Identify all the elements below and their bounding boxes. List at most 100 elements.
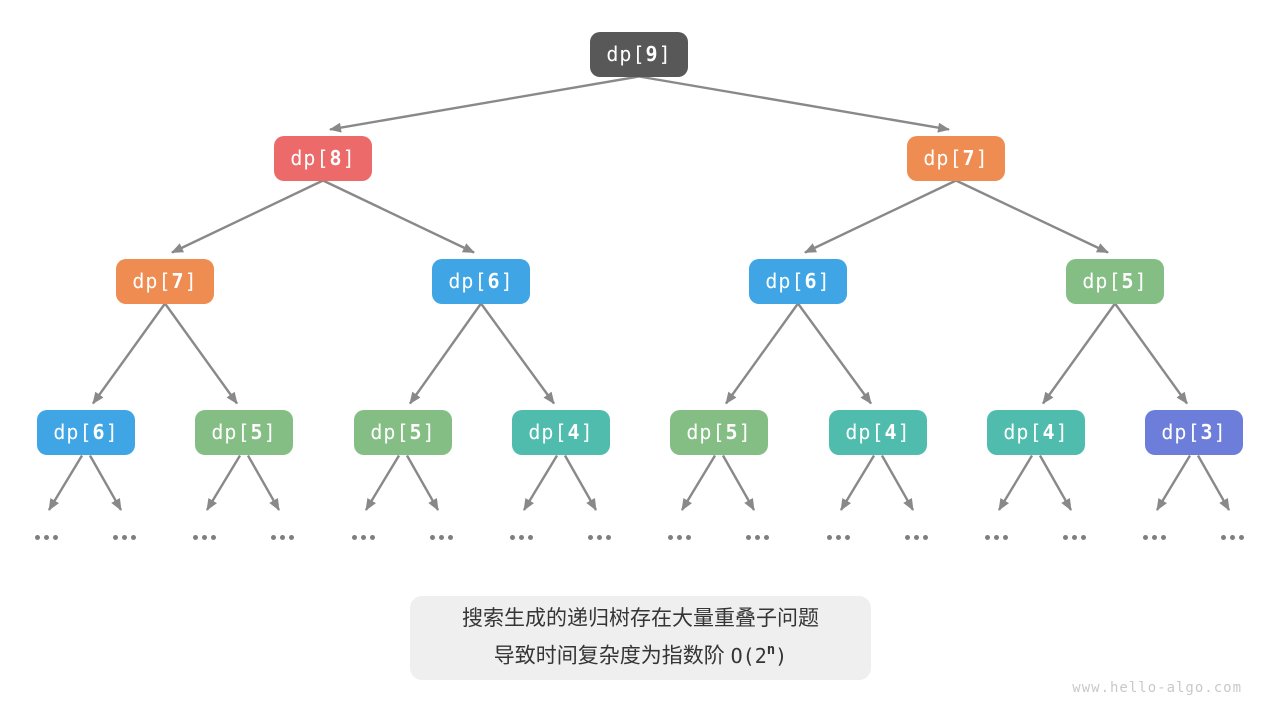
ellipsis-dot [448,535,453,540]
tree-edge-arrow [563,454,598,511]
ellipsis-dot [588,535,593,540]
ellipsis-dot [827,535,832,540]
ellipsis-dot [44,535,49,540]
ellipsis-dot [606,535,611,540]
tree-node-label: ] [1134,269,1148,293]
tree-node-label: dp[ [290,146,330,170]
tree-node-label: ] [897,420,911,444]
tree-edge-arrow [804,179,957,254]
ellipsis-dot [1003,535,1008,540]
ellipsis [905,535,928,540]
ellipsis-dot [202,535,207,540]
tree-node-label: dp[ [845,420,885,444]
tree-node: dp[4] [987,409,1085,455]
tree-node: dp[7] [116,258,214,304]
tree-node: dp[8] [274,135,372,181]
tree-edge-arrow [1042,302,1116,405]
ellipsis-dot [439,535,444,540]
tree-node-label: ] [184,269,198,293]
ellipsis-dot [597,535,602,540]
ellipsis [746,535,769,540]
tree-edge-arrow [839,454,876,511]
ellipsis-dot [519,535,524,540]
ellipsis-dot [764,535,769,540]
tree-node-label: ] [1213,420,1227,444]
tree-node-label: 6 [92,420,106,444]
tree-node-label: ] [422,420,436,444]
ellipsis-dot [994,535,999,540]
tree-node-label: dp[ [211,420,251,444]
tree-node: dp[7] [907,135,1005,181]
ellipsis-dot [113,535,118,540]
tree-node-label: 7 [171,269,185,293]
tree-node-label: dp[ [370,420,410,444]
tree-node-label: dp[ [1161,420,1201,444]
ellipsis [985,535,1008,540]
ellipsis-dot [53,535,58,540]
tree-node-label: ] [817,269,831,293]
tree-edge-arrow [797,302,872,405]
tree-edge-arrow [1196,454,1231,511]
ellipsis [352,535,375,540]
ellipsis-dot [1221,535,1226,540]
tree-node-label: 9 [645,42,659,66]
ellipsis-dot [1230,535,1235,540]
tree-edge-arrow [246,454,281,511]
tree-edge-arrow [725,302,799,405]
ellipsis-dot [1161,535,1166,540]
tree-edge-arrow [409,302,482,405]
tree-node-label: 4 [1042,420,1056,444]
tree-node-label: 7 [962,146,976,170]
tree-edge-arrow [88,454,123,511]
ellipsis-dot [746,535,751,540]
tree-edge-arrow [205,454,242,511]
tree-node-label: dp[ [53,420,93,444]
tree-node-label: dp[ [132,269,172,293]
ellipsis-dot [1239,535,1244,540]
ellipsis-dot [1152,535,1157,540]
tree-node-label: ] [105,420,119,444]
tree-node-label: dp[ [1082,269,1122,293]
tree-edge-arrow [1155,454,1192,511]
caption-box: 搜索生成的递归树存在大量重叠子问题 导致时间复杂度为指数阶 O(2n) [410,596,871,680]
caption-line1: 搜索生成的递归树存在大量重叠子问题 [462,607,819,631]
tree-node-label: 8 [329,146,343,170]
ellipsis-dot [352,535,357,540]
tree-node-label: ] [975,146,989,170]
tree-node-label: 4 [567,420,581,444]
tree-edge-arrow [1114,302,1188,405]
tree-edge-arrow [1038,454,1073,511]
ellipsis-dot [985,535,990,540]
ellipsis [510,535,533,540]
ellipsis-dot [1081,535,1086,540]
ellipsis [1221,535,1244,540]
ellipsis-dot [845,535,850,540]
ellipsis [193,535,216,540]
ellipsis-dot [1072,535,1077,540]
tree-edge-arrow [364,454,401,511]
tree-edge-arrow [955,179,1109,254]
tree-node-label: dp[ [448,269,488,293]
ellipsis-dot [122,535,127,540]
tree-edge-arrow [638,75,950,133]
ellipsis-dot [193,535,198,540]
tree-edge-arrow [522,454,559,511]
tree-node-label: 6 [804,269,818,293]
ellipsis-dot [677,535,682,540]
tree-edge-arrow [47,454,84,511]
ellipsis-dot [361,535,366,540]
tree-node: dp[5] [354,409,452,455]
ellipsis-dot [370,535,375,540]
tree-node: dp[6] [749,258,847,304]
tree-node-label: dp[ [765,269,805,293]
tree-node-label: dp[ [1003,420,1043,444]
tree-node-label: 3 [1200,420,1214,444]
tree-node-label: ] [738,420,752,444]
ellipsis [1063,535,1086,540]
tree-node: dp[5] [670,409,768,455]
tree-node-label: ] [1055,420,1069,444]
tree-edge-arrow [92,302,166,405]
ellipsis-dot [35,535,40,540]
tree-edge-arrow [680,454,717,511]
